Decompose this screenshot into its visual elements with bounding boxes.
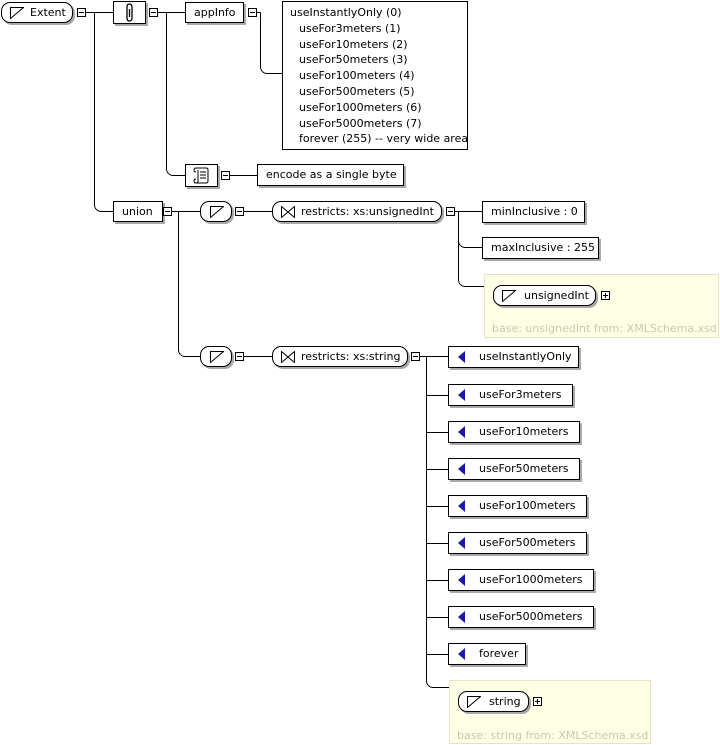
simple-type-collapse-toggle[interactable] [235, 352, 244, 361]
restriction-icon [281, 205, 295, 219]
enumeration-icon [458, 648, 465, 660]
restriction-collapse-toggle[interactable] [411, 352, 420, 361]
base-type-expand-toggle[interactable] [533, 697, 542, 706]
annotation-collapse-toggle[interactable] [149, 8, 158, 17]
appinfo-value: useFor100meters (4) [299, 69, 415, 83]
union-label: union [122, 205, 153, 218]
enumeration-icon [458, 611, 465, 623]
enumeration-icon [458, 389, 465, 401]
enumeration-icon [458, 463, 465, 475]
enumeration-label: useInstantlyOnly [479, 350, 572, 363]
enumeration-label: useFor10meters [479, 425, 569, 438]
facet-label: minInclusive : 0 [491, 205, 578, 218]
documentation-label: encode as a single byte [266, 168, 397, 181]
extent-collapse-toggle[interactable] [77, 8, 86, 17]
simple-type-icon [10, 7, 24, 19]
enumeration-label: useFor100meters [479, 499, 576, 512]
restriction-unsignedint-node[interactable]: restricts: xs:unsignedInt [272, 201, 442, 222]
restriction-string-node[interactable]: restricts: xs:string [272, 346, 408, 367]
simple-type-node[interactable] [200, 346, 232, 367]
extent-node[interactable]: Extent [1, 2, 73, 23]
simple-type-icon [502, 290, 516, 302]
base-type-label: string [489, 695, 521, 708]
enumeration-label: useFor500meters [479, 536, 576, 549]
documentation-text: encode as a single byte [257, 164, 404, 186]
paperclip-icon [126, 3, 133, 22]
enumeration-label: forever [479, 647, 519, 660]
enumeration-item[interactable]: useFor1000meters [448, 569, 594, 591]
base-type-note: base: unsignedInt from: XMLSchema.xsd [492, 322, 717, 335]
simple-type-icon [210, 206, 224, 218]
base-type-string[interactable]: string [458, 691, 529, 712]
simple-type-node[interactable] [200, 201, 232, 222]
appinfo-node[interactable]: appInfo [185, 2, 244, 23]
base-type-label: unsignedInt [524, 289, 589, 302]
restriction-label: restricts: xs:string [301, 350, 401, 363]
enumeration-icon [458, 574, 465, 586]
base-type-expand-toggle[interactable] [601, 291, 610, 300]
enumeration-item[interactable]: useFor500meters [448, 532, 587, 554]
extent-label: Extent [30, 6, 66, 19]
enumeration-item[interactable]: useFor10meters [448, 421, 580, 443]
simple-type-icon [210, 351, 224, 363]
document-scroll-icon [193, 167, 209, 184]
union-node[interactable]: union [113, 201, 163, 222]
appinfo-collapse-toggle[interactable] [248, 8, 257, 17]
simple-type-collapse-toggle[interactable] [235, 207, 244, 216]
enumeration-item[interactable]: useFor100meters [448, 495, 587, 517]
facet-min-inclusive[interactable]: minInclusive : 0 [482, 201, 585, 223]
annotation-node[interactable] [113, 1, 146, 24]
appinfo-value: useFor1000meters (6) [299, 100, 422, 114]
appinfo-value: useFor3meters (1) [299, 21, 401, 35]
appinfo-label: appInfo [194, 6, 236, 19]
appinfo-value: useFor500meters (5) [299, 84, 415, 98]
restriction-label: restricts: xs:unsignedInt [301, 205, 434, 218]
simple-type-icon [467, 696, 481, 708]
restriction-icon [281, 350, 295, 364]
enumeration-label: useFor50meters [479, 462, 569, 475]
documentation-node[interactable] [185, 164, 218, 187]
appinfo-content: useInstantlyOnly (0) useFor3meters (1) u… [282, 1, 468, 150]
enumeration-item[interactable]: useFor3meters [448, 384, 573, 406]
enumeration-icon [458, 426, 465, 438]
appinfo-value: useFor10meters (2) [299, 37, 408, 51]
facet-max-inclusive[interactable]: maxInclusive : 255 [482, 237, 599, 259]
base-type-panel [449, 680, 651, 744]
appinfo-value: useInstantlyOnly (0) [290, 6, 402, 19]
enumeration-item[interactable]: useInstantlyOnly [448, 346, 579, 368]
union-collapse-toggle[interactable] [163, 207, 172, 216]
enumeration-label: useFor1000meters [479, 573, 583, 586]
base-type-note: base: string from: XMLSchema.xsd [457, 729, 649, 742]
appinfo-value: useFor50meters (3) [299, 53, 408, 67]
enumeration-item[interactable]: forever [448, 643, 526, 665]
appinfo-value: useFor5000meters (7) [299, 116, 422, 130]
restriction-collapse-toggle[interactable] [446, 207, 455, 216]
enumeration-icon [458, 537, 465, 549]
facet-label: maxInclusive : 255 [491, 241, 596, 254]
appinfo-value: forever (255) -- very wide area [299, 132, 469, 146]
enumeration-label: useFor5000meters [479, 610, 583, 623]
base-type-panel [484, 274, 719, 338]
enumeration-item[interactable]: useFor5000meters [448, 606, 594, 628]
base-type-unsignedint[interactable]: unsignedInt [493, 285, 596, 306]
enumeration-icon [458, 351, 465, 363]
documentation-collapse-toggle[interactable] [221, 171, 230, 180]
enumeration-label: useFor3meters [479, 388, 562, 401]
enumeration-item[interactable]: useFor50meters [448, 458, 580, 480]
enumeration-icon [458, 500, 465, 512]
